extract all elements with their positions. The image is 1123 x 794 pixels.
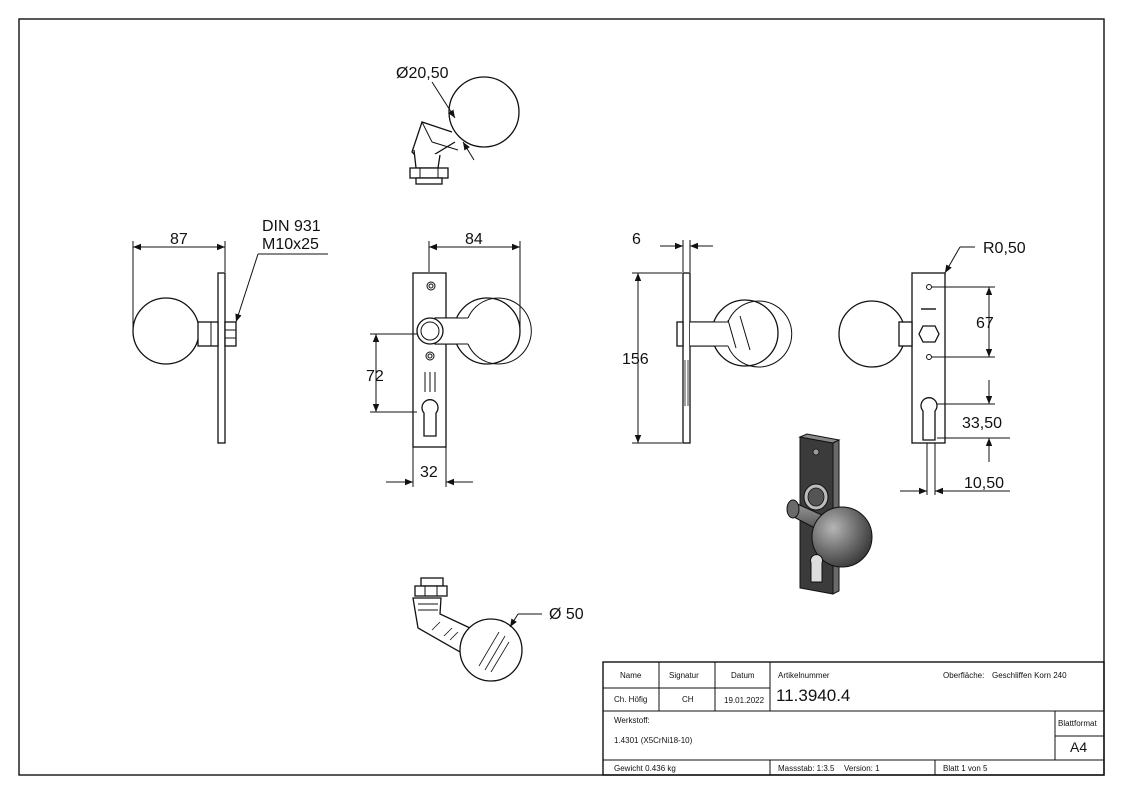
drawing-border [18,18,1105,776]
tb-blattformat-label: Blattformat [1058,719,1097,728]
tb-artikel-value: 11.3940.4 [776,686,850,705]
dim-right-67: 67 [976,315,994,332]
tb-gewicht: Gewicht 0.436 kg [614,764,676,773]
dim-front-84: 84 [465,231,483,248]
dim-right-radius: R0,50 [983,240,1026,257]
dim-side-6: 6 [632,231,641,248]
tb-werkstoff-value: 1.4301 (X5CrNi18-10) [614,736,693,745]
tb-blattformat-value: A4 [1070,739,1087,755]
left-view: 87 DIN 931 M10x25 [132,218,328,444]
tb-header-name: Name [620,671,642,680]
title-block: Name Signatur Datum Artikelnummer Oberfl… [602,661,1105,776]
bottom-view: Ø 50 [412,577,584,682]
tb-version: Version: 1 [844,764,880,773]
tb-name-value: Ch. Höfig [614,695,647,704]
dim-side-156: 156 [622,351,649,368]
dim-front-72: 72 [366,368,384,385]
tb-werkstoff-label: Werkstoff: [614,716,650,725]
dim-right-10: 10,50 [964,475,1004,492]
tb-oberflaeche-value: Geschliffen Korn 240 [992,671,1067,680]
dim-bottom-diameter: Ø 50 [549,606,584,623]
right-view: R0,50 67 33,50 10,50 [838,240,1026,495]
din-label-line2: M10x25 [262,236,319,253]
tb-header-artikel: Artikelnummer [778,671,830,680]
tb-massstab: Massstab: 1:3.5 [778,764,835,773]
tb-blatt: Blatt 1 von 5 [943,764,988,773]
din-label-line1: DIN 931 [262,218,321,235]
side-view: 6 156 [622,231,793,444]
tb-header-datum: Datum [731,671,755,680]
front-view: 84 72 32 [366,231,532,487]
dim-top-diameter: Ø20,50 [396,65,449,82]
tb-datum-value: 19.01.2022 [724,696,765,705]
dim-left-87: 87 [170,231,188,248]
top-view: Ø20,50 [396,65,520,185]
dim-right-33: 33,50 [962,415,1002,432]
tb-header-signatur: Signatur [669,671,699,680]
tb-oberflaeche-label: Oberfläche: [943,671,984,680]
dim-front-32: 32 [420,464,438,481]
isometric-render [786,433,873,595]
tb-signatur-value: CH [682,695,694,704]
